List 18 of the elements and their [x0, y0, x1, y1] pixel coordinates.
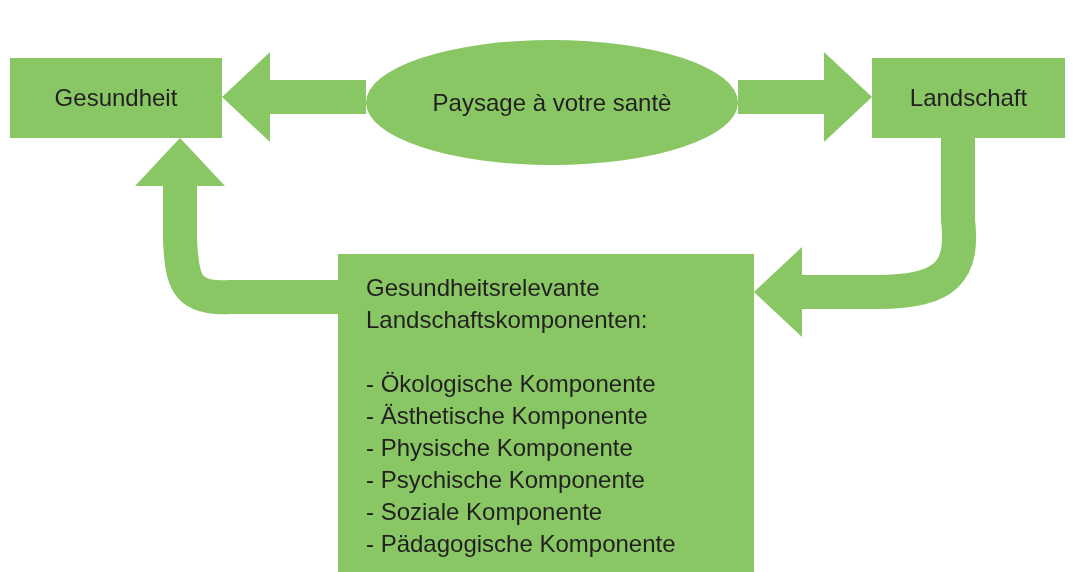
block-arrow: [754, 138, 976, 337]
list-item: - Ökologische Komponente: [366, 369, 657, 399]
ellipse-node: [366, 40, 738, 165]
box-heading: Gesundheitsrelevante Landschaftskomponenten:: [366, 273, 649, 335]
block-arrow: [738, 52, 872, 142]
list-item: - Ästhetische Komponente: [366, 401, 649, 431]
block-arrow: [222, 52, 366, 142]
block-arrow: [135, 138, 338, 315]
component-list-box: [338, 254, 754, 572]
node-label: Landschaft: [909, 84, 1028, 112]
list-item: - Pädagogische Komponente: [366, 529, 677, 559]
process-box: [10, 58, 222, 138]
node-label: Paysage à votre santè: [432, 88, 672, 117]
list-item: - Psychische Komponente: [366, 465, 646, 495]
list-item: - Soziale Komponente: [366, 497, 604, 527]
node-label: Gesundheit: [54, 84, 178, 112]
list-item: - Physische Komponente: [366, 433, 634, 463]
process-box: [872, 58, 1065, 138]
